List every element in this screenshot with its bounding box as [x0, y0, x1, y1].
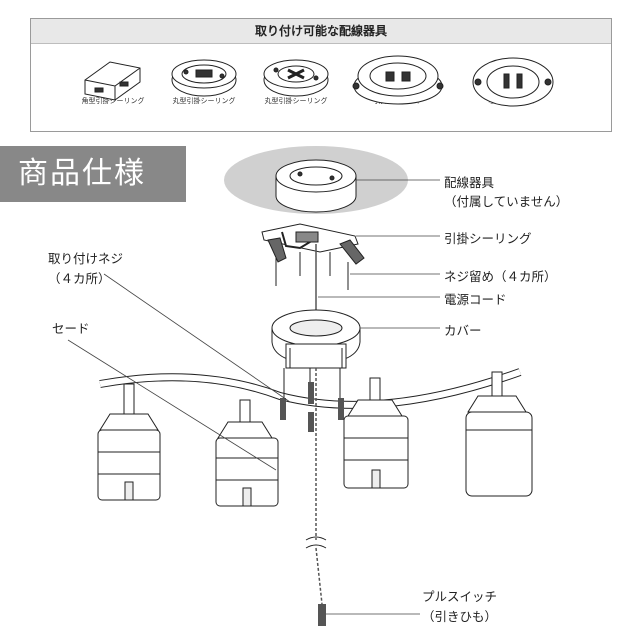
callout-lines	[67, 179, 440, 615]
shade-1	[97, 383, 161, 501]
callout-screws: ネジ留め（４カ所）	[444, 269, 557, 284]
shade-2	[215, 399, 279, 507]
panel-title: 取り付け可能な配線器具	[31, 19, 611, 44]
callout-pull-switch: プルスイッチ	[422, 589, 498, 604]
callout-pull-switch-note: （引きひも）	[422, 609, 498, 624]
callout-cord: 電源コード	[444, 292, 507, 307]
round-ceiling-hook-icon	[171, 59, 237, 97]
round-ceiling-hook-alt-icon	[263, 59, 329, 97]
spec-badge: 商品仕様	[0, 146, 186, 202]
mounting-screws	[280, 382, 344, 432]
recessed-rosette-icon	[472, 57, 554, 107]
cover	[271, 309, 361, 369]
callout-mount-screws-count: （４カ所）	[48, 271, 111, 286]
shade-4	[465, 371, 533, 497]
callout-cover: カバー	[444, 323, 482, 338]
callout-shade: セード	[52, 321, 90, 336]
callout-ceiling: 引掛シーリング	[444, 231, 532, 246]
callout-wiring-note: （付属していません）	[444, 194, 569, 209]
callout-wiring: 配線器具	[444, 175, 495, 190]
pull-switch-knob	[318, 604, 326, 626]
mounting-screw-threads	[283, 368, 341, 398]
callout-mount-screws: 取り付けネジ	[48, 251, 124, 266]
fixture-label: 角型引掛シーリング	[81, 97, 145, 105]
shade-3	[343, 377, 409, 489]
fixture-label: 丸型引掛シーリング	[172, 97, 236, 105]
ceiling-bracket	[261, 223, 365, 290]
fixture-label: 丸型引掛シーリング	[264, 97, 328, 105]
square-ceiling-hook-icon	[84, 61, 141, 101]
wiring-device	[275, 159, 357, 213]
hook-rosette-icon	[352, 55, 444, 105]
pull-chain	[305, 368, 327, 626]
